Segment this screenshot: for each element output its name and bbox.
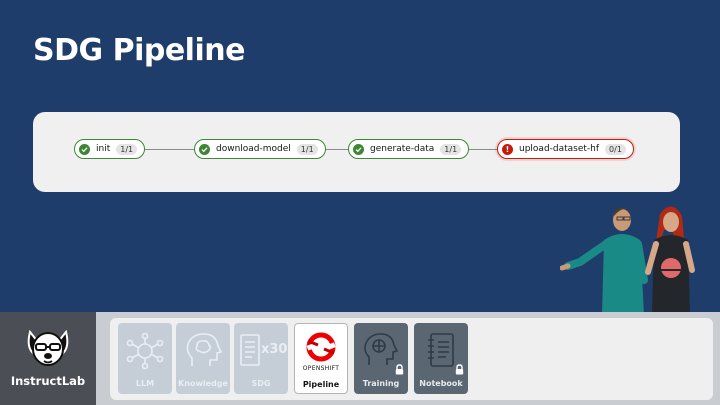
success-check-icon xyxy=(353,143,364,155)
tool-tray: LLM Knowledge x30 SDG xyxy=(110,318,713,400)
lock-icon xyxy=(395,364,404,375)
pipeline-node-init[interactable]: init 1/1 xyxy=(74,139,146,159)
presenters-illustration xyxy=(560,206,695,315)
pipeline-node-download-model[interactable]: download-model 1/1 xyxy=(194,139,326,159)
tile-label: Training xyxy=(362,379,400,388)
openshift-logo-icon xyxy=(306,332,336,362)
brain-head-icon xyxy=(186,332,223,366)
pipeline-panel: init 1/1 download-model 1/1 generate-dat… xyxy=(33,112,680,192)
tile-llm[interactable]: LLM xyxy=(118,323,172,394)
tile-label: Notebook xyxy=(419,379,463,388)
tile-label: Knowledge xyxy=(178,379,228,388)
tile-sdg[interactable]: x30 SDG xyxy=(234,323,288,394)
document-x30-icon xyxy=(240,333,260,366)
sdg-multiplier: x30 xyxy=(261,342,288,357)
node-label: upload-dataset-hf xyxy=(519,144,600,154)
notebook-icon xyxy=(428,332,454,367)
error-exclamation-icon: ! xyxy=(502,143,513,155)
brand-logo: InstructLab xyxy=(0,312,96,405)
node-label: init xyxy=(96,144,111,154)
slide-title: SDG Pipeline xyxy=(33,33,245,68)
node-count-badge: 0/1 xyxy=(605,143,626,155)
node-count-badge: 1/1 xyxy=(296,143,318,155)
tile-label: SDG xyxy=(251,379,271,388)
brain-chip-icon xyxy=(364,332,399,365)
tile-notebook[interactable]: Notebook xyxy=(414,323,468,394)
pipeline-node-generate-data[interactable]: generate-data 1/1 xyxy=(348,139,470,159)
success-check-icon xyxy=(199,143,210,155)
tile-label: Pipeline xyxy=(302,380,340,389)
instructlab-dog-logo-icon xyxy=(27,329,69,366)
bottom-bar: InstructLab LLM xyxy=(0,312,720,405)
tile-pipeline[interactable]: OPENSHIFT Pipeline xyxy=(294,323,348,394)
success-check-icon xyxy=(79,143,90,155)
llm-network-icon xyxy=(126,332,164,369)
openshift-wordmark: OPENSHIFT xyxy=(302,365,340,372)
tile-knowledge[interactable]: Knowledge xyxy=(176,323,230,394)
node-count-badge: 1/1 xyxy=(116,143,138,155)
node-label: download-model xyxy=(216,144,291,154)
tile-label: LLM xyxy=(135,379,155,388)
lock-icon xyxy=(455,364,464,375)
pipeline-node-upload-dataset-hf[interactable]: ! upload-dataset-hf 0/1 xyxy=(497,139,634,159)
brand-name: InstructLab xyxy=(10,374,86,388)
node-label: generate-data xyxy=(370,144,435,154)
node-count-badge: 1/1 xyxy=(440,143,462,155)
tile-training[interactable]: Training xyxy=(354,323,408,394)
